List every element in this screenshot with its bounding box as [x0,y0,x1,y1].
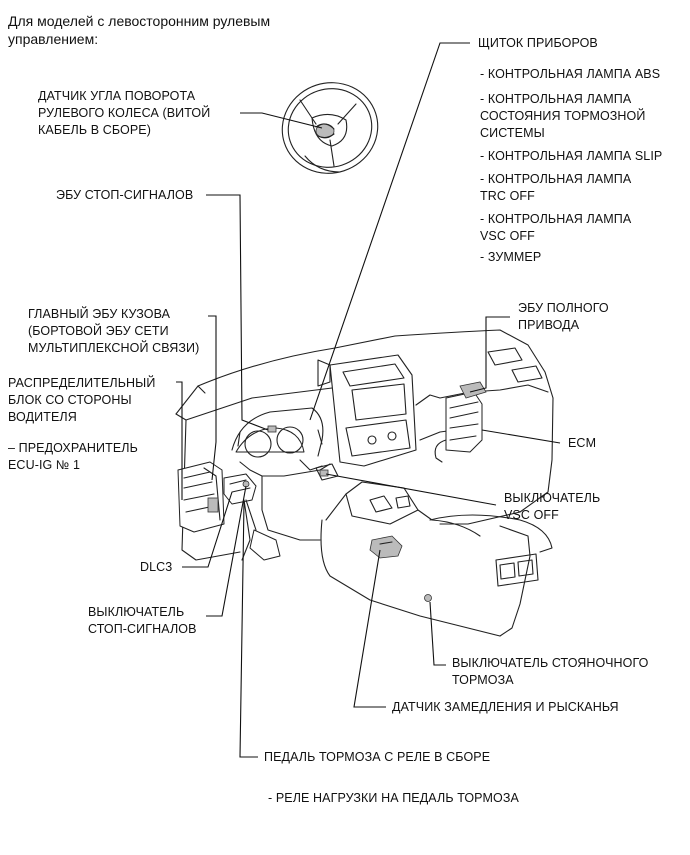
header-line-2: управлением: [8,31,99,47]
label-stop-light-switch: ВЫКЛЮЧАТЕЛЬ СТОП-СИГНАЛОВ [88,605,197,636]
label-slip-indicator: - КОНТРОЛЬНАЯ ЛАМПА SLIP [480,149,663,163]
instrument-panel-drawing [175,329,554,637]
label-main-body-ecu: ГЛАВНЫЙ ЭБУ КУЗОВА (БОРТОВОЙ ЭБУ СЕТИ МУ… [28,307,200,355]
label-brake-pedal-assembly: ПЕДАЛЬ ТОРМОЗА С РЕЛЕ В СБОРЕ [264,750,491,764]
label-ecu-ig-fuse: – ПРЕДОХРАНИТЕЛЬ ECU-IG № 1 [8,441,138,472]
label-abs-warning-light: - КОНТРОЛЬНАЯ ЛАМПА ABS [480,67,661,81]
label-vsc-off-indicator: - КОНТРОЛЬНАЯ ЛАМПА VSC OFF [480,212,632,243]
junction-block-drawing [177,461,225,533]
label-awd-ecu: ЭБУ ПОЛНОГО ПРИВОДА [518,301,609,332]
label-parking-brake-switch: ВЫКЛЮЧАТЕЛЬ СТОЯНОЧНОГО ТОРМОЗА [452,656,649,687]
label-buzzer: - ЗУММЕР [480,250,542,264]
label-dlc3: DLC3 [140,560,173,574]
label-ecm: ECM [568,436,597,450]
brake-pedal-drawing [245,499,281,561]
label-driver-junction-block: РАСПРЕДЕЛИТЕЛЬНЫЙ БЛОК СО СТОРОНЫ ВОДИТЕ… [8,376,156,424]
ecm-drawing [434,381,487,463]
label-yaw-rate-sensor: ДАТЧИК ЗАМЕДЛЕНИЯ И РЫСКАНЬЯ [392,700,619,714]
leader-lines [176,42,561,758]
label-combination-meter: ЩИТОК ПРИБОРОВ [478,36,598,50]
yaw-rate-sensor-drawing [369,535,403,559]
label-stop-light-ecu: ЭБУ СТОП-СИГНАЛОВ [56,188,194,202]
steering-wheel-drawing [281,82,379,174]
label-steering-angle-sensor: ДАТЧИК УГЛА ПОВОРОТА РУЛЕВОГО КОЛЕСА (ВИ… [38,89,211,137]
header-line-1: Для моделей с левосторонним рулевым [8,13,271,29]
label-vsc-off-switch: ВЫКЛЮЧАТЕЛЬ VSC OFF [504,491,601,522]
label-brake-warning-light: - КОНТРОЛЬНАЯ ЛАМПА СОСТОЯНИЯ ТОРМОЗНОЙ … [480,92,646,140]
spiral-cable-drawing [315,123,335,139]
label-brake-pedal-load-relay: - РЕЛЕ НАГРУЗКИ НА ПЕДАЛЬ ТОРМОЗА [268,791,519,805]
label-trc-off-indicator: - КОНТРОЛЬНАЯ ЛАМПА TRC OFF [480,172,632,203]
